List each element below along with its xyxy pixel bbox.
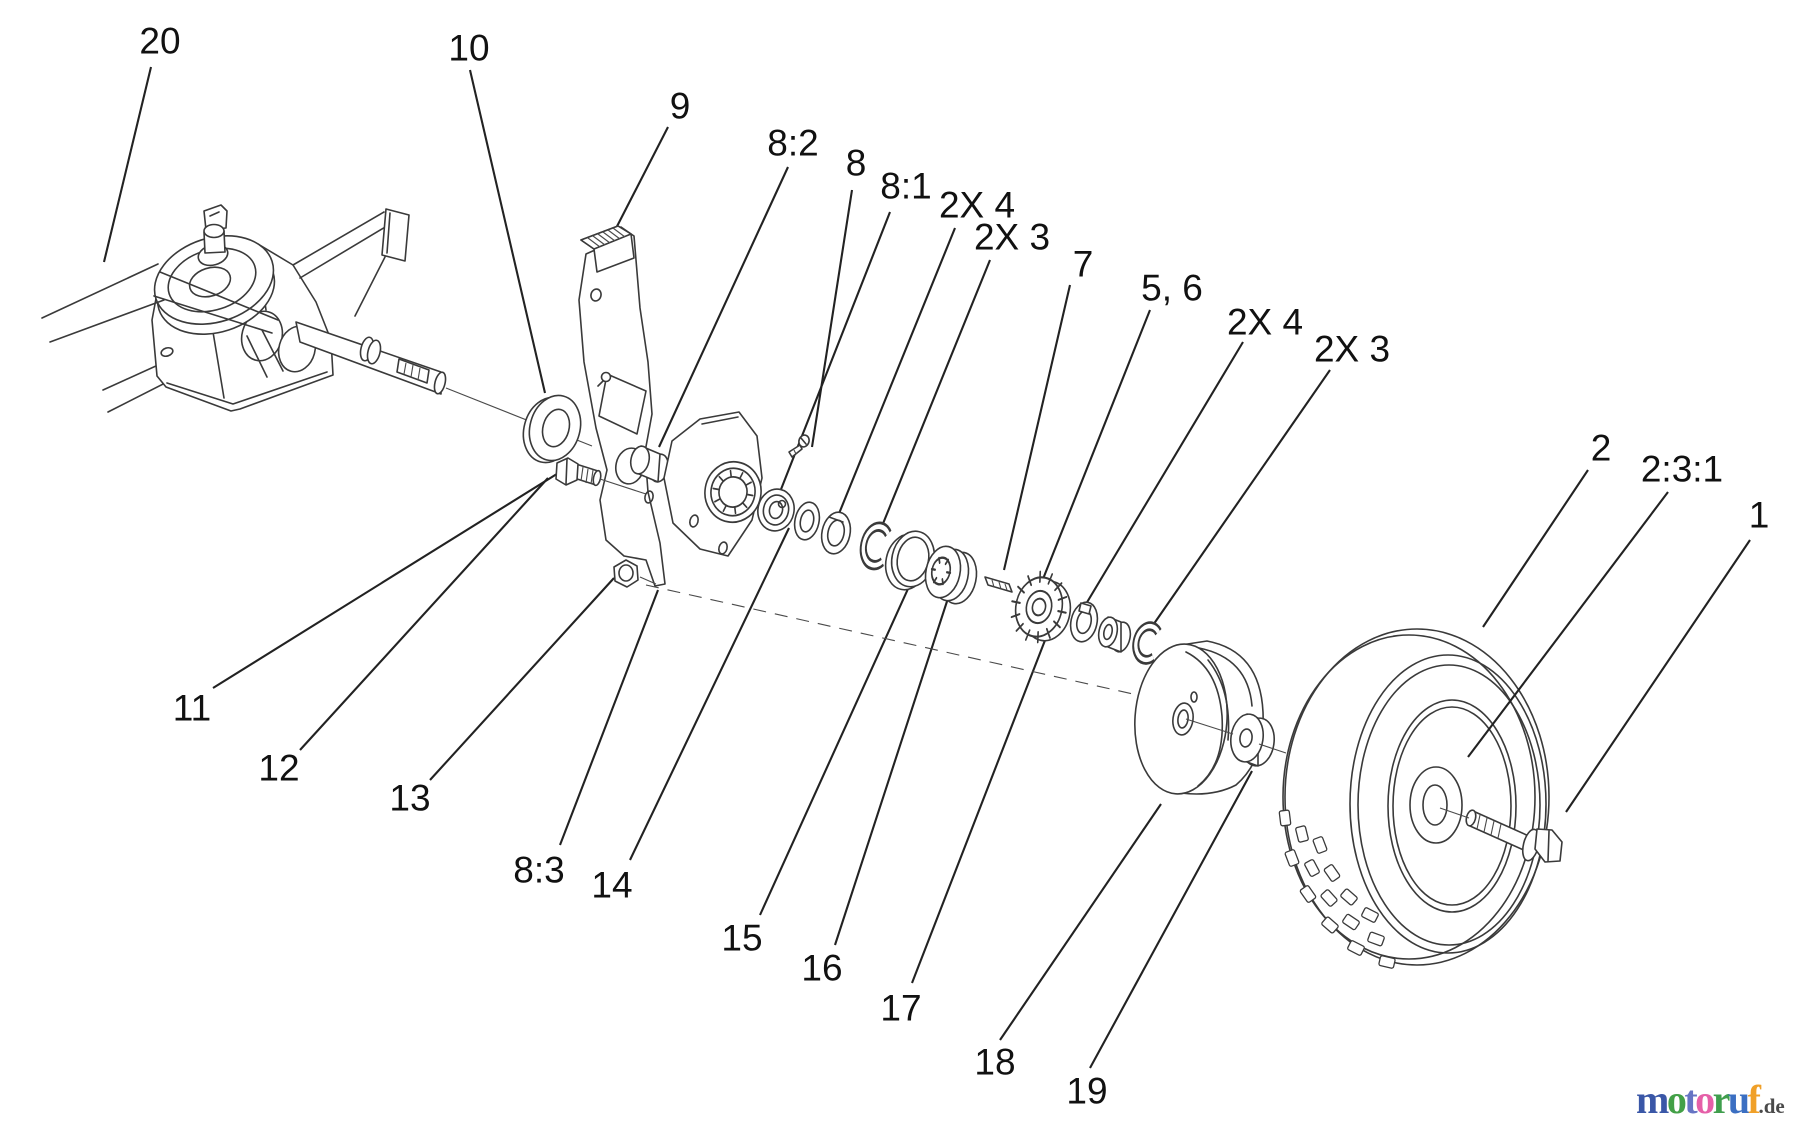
gearbox-mount-plate xyxy=(381,208,410,262)
wheel-bore xyxy=(1422,784,1448,826)
shaft-key xyxy=(396,358,430,384)
lock-nut xyxy=(613,559,657,588)
leader-17 xyxy=(911,629,1050,984)
callout-1: 1 xyxy=(1749,495,1770,536)
callout-2x3-a: 2X 3 xyxy=(974,217,1050,258)
callout-19: 19 xyxy=(1066,1071,1107,1112)
callout-16: 16 xyxy=(801,948,842,989)
callout-17: 17 xyxy=(880,988,921,1029)
height-adjuster-bracket xyxy=(578,225,666,587)
leader-13 xyxy=(429,577,615,781)
leader-2x3-a xyxy=(879,259,991,532)
watermark-letter: f xyxy=(1747,1077,1761,1122)
bracket-screw xyxy=(600,371,612,383)
callout-11: 11 xyxy=(173,688,211,729)
callout-2x4-a: 2X 4 xyxy=(939,185,1015,226)
pinion-gear xyxy=(1010,570,1072,644)
callout-2x4-b: 2X 4 xyxy=(1227,302,1303,343)
gear-spacer xyxy=(1097,616,1132,653)
pivot-sleeve xyxy=(629,445,670,483)
leader-2 xyxy=(1482,469,1589,628)
leader-12 xyxy=(299,477,549,751)
callout-8-2: 8:2 xyxy=(767,123,818,164)
carriage-bolt xyxy=(555,457,654,504)
callout-8-3: 8:3 xyxy=(513,850,564,891)
leader-2-3-1 xyxy=(1467,491,1669,758)
e-ring-a xyxy=(859,521,892,571)
watermark-letter: u xyxy=(1727,1077,1750,1122)
flat-washer-ring xyxy=(522,394,582,464)
callout-18: 18 xyxy=(974,1042,1015,1083)
callout-13: 13 xyxy=(389,778,430,819)
callout-2-3-1: 2:3:1 xyxy=(1641,449,1723,490)
leader-10 xyxy=(468,69,547,394)
e-ring-b xyxy=(1132,621,1162,665)
leader-2x3-b xyxy=(1150,369,1331,629)
callout-labels: 20 10 9 8:2 8 8:1 2X 4 2X 3 7 5, 6 2X 4 … xyxy=(139,21,1769,1112)
wheel xyxy=(1278,628,1550,969)
d-washer xyxy=(820,511,852,555)
leader-8-2 xyxy=(658,166,789,448)
callout-2: 2 xyxy=(1591,428,1612,469)
leader-8-3 xyxy=(559,589,659,846)
watermark-letter: r xyxy=(1712,1077,1731,1122)
leader-2x4-b xyxy=(1085,341,1244,605)
leader-15 xyxy=(759,568,918,916)
callout-10: 10 xyxy=(448,28,489,69)
leader-11 xyxy=(212,471,561,689)
leader-5-6 xyxy=(1040,309,1151,585)
hub-washer xyxy=(1230,713,1275,767)
thrust-washer-a xyxy=(793,501,821,541)
leader-19 xyxy=(1089,770,1253,1069)
watermark-letter: t xyxy=(1684,1077,1697,1122)
watermark-letter: o xyxy=(1666,1077,1687,1122)
drive-belt-front-run xyxy=(41,263,284,378)
wheel-tread-blocks xyxy=(1278,809,1396,969)
watermark-letter: o xyxy=(1695,1077,1715,1122)
axis-line-segments xyxy=(1185,718,1470,819)
callout-20: 20 xyxy=(139,21,180,62)
callout-9: 9 xyxy=(670,86,691,127)
leader-1 xyxy=(1565,539,1751,813)
callout-7: 7 xyxy=(1073,244,1094,285)
callout-2x3-b: 2X 3 xyxy=(1314,329,1390,370)
case-screw xyxy=(788,434,810,458)
drive-key xyxy=(984,576,1013,593)
leader-7 xyxy=(1002,284,1072,571)
callout-8-1: 8:1 xyxy=(880,166,931,207)
callout-12: 12 xyxy=(258,748,299,789)
callout-8: 8 xyxy=(846,143,867,184)
leader-18 xyxy=(999,803,1162,1041)
splined-hub xyxy=(924,545,978,605)
leader-9 xyxy=(609,126,669,241)
callout-5-6: 5, 6 xyxy=(1141,268,1203,309)
axis-line-dashed xyxy=(645,584,1134,695)
leader-2x4-a xyxy=(837,227,956,517)
callout-14: 14 xyxy=(591,865,632,906)
gear-case-plate xyxy=(663,411,763,557)
leader-20 xyxy=(102,66,153,263)
wheel-hub xyxy=(1409,766,1463,844)
ball-bearing xyxy=(757,488,795,532)
gearbox-output-shaft xyxy=(295,321,447,395)
watermark-suffix: .de xyxy=(1758,1094,1785,1118)
leader-8 xyxy=(810,189,854,448)
leader-14 xyxy=(629,527,790,861)
watermark-letter: m xyxy=(1636,1077,1669,1122)
leader-16 xyxy=(834,585,953,946)
leader-lines xyxy=(102,66,1751,1069)
callout-15: 15 xyxy=(721,918,762,959)
thrust-washer-b xyxy=(1069,601,1099,643)
axle-bolt xyxy=(1465,809,1563,863)
bracket-window xyxy=(598,373,647,435)
gearbox-pulley xyxy=(153,204,276,335)
